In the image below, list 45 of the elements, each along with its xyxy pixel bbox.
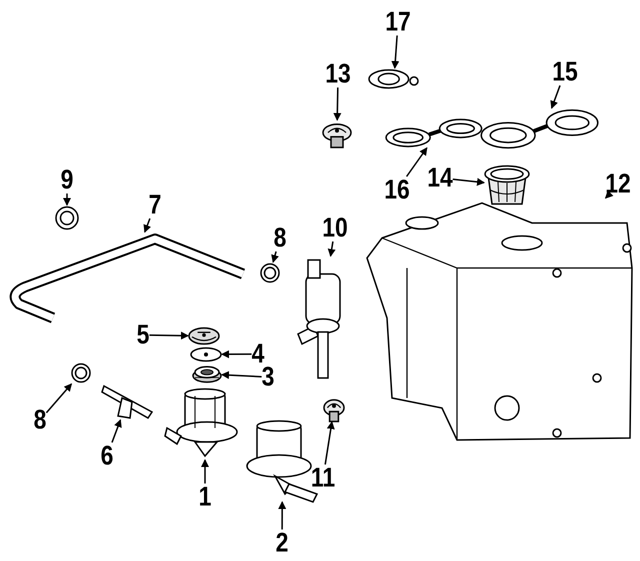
callout-number: 11	[310, 464, 336, 492]
callout-number: 7	[148, 192, 162, 218]
leader-arrow	[221, 350, 252, 358]
callout-number: 10	[322, 214, 348, 242]
cap-drawing	[188, 327, 220, 345]
callout-number: 4	[252, 340, 264, 368]
leader-arrow	[271, 251, 279, 263]
washer-drawing	[190, 347, 222, 362]
leader-arrow	[328, 241, 336, 257]
callout-number: 12	[605, 170, 631, 198]
callout-number: 17	[385, 8, 411, 36]
hose-clamp-drawing	[70, 362, 92, 384]
callout-number: 6	[100, 442, 114, 470]
leader-arrow	[406, 147, 428, 177]
callout-number: 8	[274, 224, 286, 252]
leader-arrow	[324, 421, 335, 465]
leader-arrow	[149, 332, 189, 340]
leader-arrow	[278, 501, 286, 530]
leader-arrow	[221, 371, 262, 380]
callout-number: 14	[427, 164, 453, 192]
leader-arrow	[46, 383, 72, 414]
leader-arrow	[144, 218, 152, 233]
leader-arrow	[111, 419, 122, 443]
callout-number: 16	[384, 176, 410, 204]
leader-arrow	[604, 190, 614, 199]
hose-clamp-drawing	[259, 262, 281, 284]
leader-arrow	[333, 87, 342, 121]
callout-number: 8	[34, 406, 46, 434]
callout-number: 9	[60, 166, 74, 194]
leader-arrow	[452, 178, 485, 186]
callout-number: 5	[136, 322, 150, 348]
t-connector-drawing	[100, 382, 155, 420]
callout-number: 15	[552, 58, 578, 86]
filler-neck-drawing	[484, 164, 530, 206]
callout-number: 2	[276, 530, 288, 556]
leader-arrow	[201, 459, 209, 484]
leader-arrow	[550, 85, 561, 109]
callout-number: 3	[262, 364, 274, 390]
gasket-drawing	[368, 68, 420, 90]
seal-drawing	[192, 365, 222, 383]
leader-arrow	[391, 35, 400, 69]
callout-number: 1	[198, 484, 212, 510]
grommet-drawing	[323, 396, 345, 422]
callout-number: 13	[325, 60, 351, 88]
leader-arrow	[63, 194, 71, 206]
